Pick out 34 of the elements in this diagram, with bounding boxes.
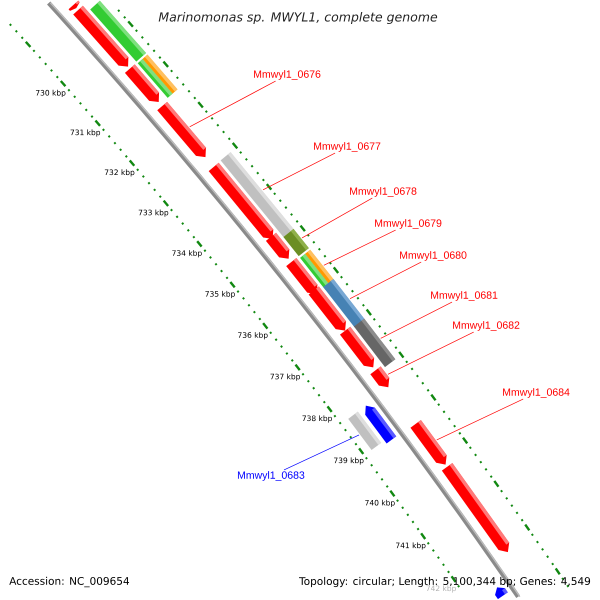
gene-feature [73,6,128,67]
gene-feature [495,587,508,600]
leader-line [284,434,360,470]
gene-feature [68,0,80,11]
leader-line [302,198,373,238]
leader-line [380,302,452,339]
gene-feature [323,279,365,328]
gene-label: Mmwyl1_0684 [503,388,570,398]
gene-feature [365,406,396,444]
gene-feature [442,462,510,552]
gene-label: Mmwyl1_0679 [375,219,442,229]
leader-line [323,230,396,266]
gene-feature [410,420,447,465]
leader-line [388,332,474,375]
gene-label: Mmwyl1_0680 [400,251,466,261]
leader-line [262,152,336,190]
gene-label: Mmwyl1_0681 [431,291,498,301]
gene-feature [208,162,274,239]
accession-text: Accession: NC_009654 [9,576,130,588]
leader-line [436,398,524,440]
leader-line [189,80,276,128]
gene-feature [157,102,206,158]
gene-label: Mmwyl1_0678 [350,187,416,197]
gene-label: Mmwyl1_0682 [453,321,520,331]
map-title: Marinomonas sp. MWYL1, complete genome [158,12,438,24]
gene-label: Mmwyl1_0683 [238,471,304,481]
gene-label: Mmwyl1_0676 [254,70,320,80]
gene-feature [370,366,390,388]
gene-feature [138,54,178,98]
gene-feature [266,232,290,259]
gene-feature [354,318,396,368]
leader-line [350,262,422,300]
gene-feature [283,228,309,256]
gene-label: Mmwyl1_0677 [314,142,380,152]
